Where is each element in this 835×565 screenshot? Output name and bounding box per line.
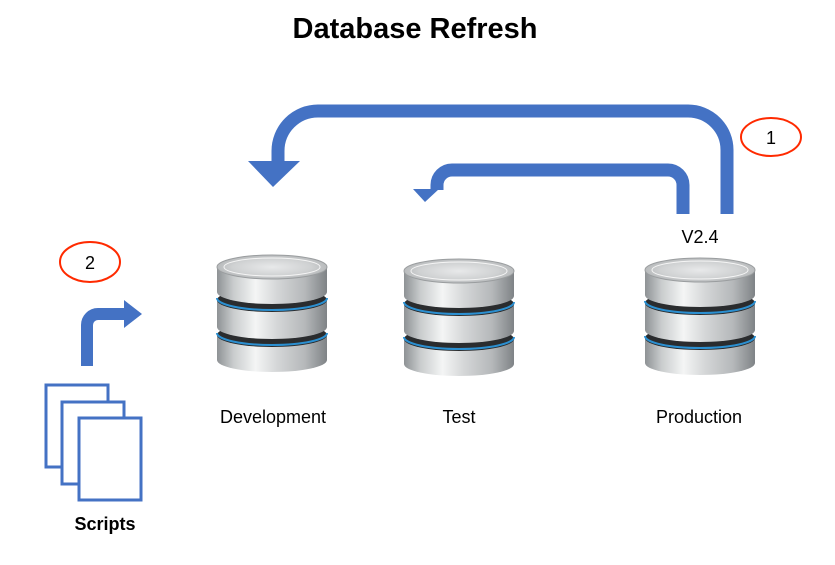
database-icon bbox=[644, 257, 756, 376]
database-label-development: Development bbox=[220, 407, 326, 427]
curved-arrow-icon bbox=[81, 300, 142, 366]
database-production bbox=[644, 257, 756, 376]
database-label-test: Test bbox=[442, 407, 475, 427]
database-icon bbox=[403, 258, 515, 377]
curved-arrow-icon bbox=[248, 104, 734, 214]
version-label: V2.4 bbox=[681, 227, 718, 247]
document-stack-icon bbox=[44, 383, 143, 502]
curved-arrow-icon bbox=[413, 163, 690, 214]
step-2-marker: 2 bbox=[59, 241, 121, 283]
database-development bbox=[216, 254, 328, 373]
svg-text:1: 1 bbox=[766, 128, 776, 148]
database-test bbox=[403, 258, 515, 377]
step-1-marker: 1 bbox=[740, 117, 802, 157]
svg-text:2: 2 bbox=[85, 253, 95, 273]
diagram-title: Database Refresh bbox=[293, 13, 538, 45]
database-label-production: Production bbox=[656, 407, 742, 427]
scripts-label: Scripts bbox=[74, 514, 135, 534]
database-icon bbox=[216, 254, 328, 373]
